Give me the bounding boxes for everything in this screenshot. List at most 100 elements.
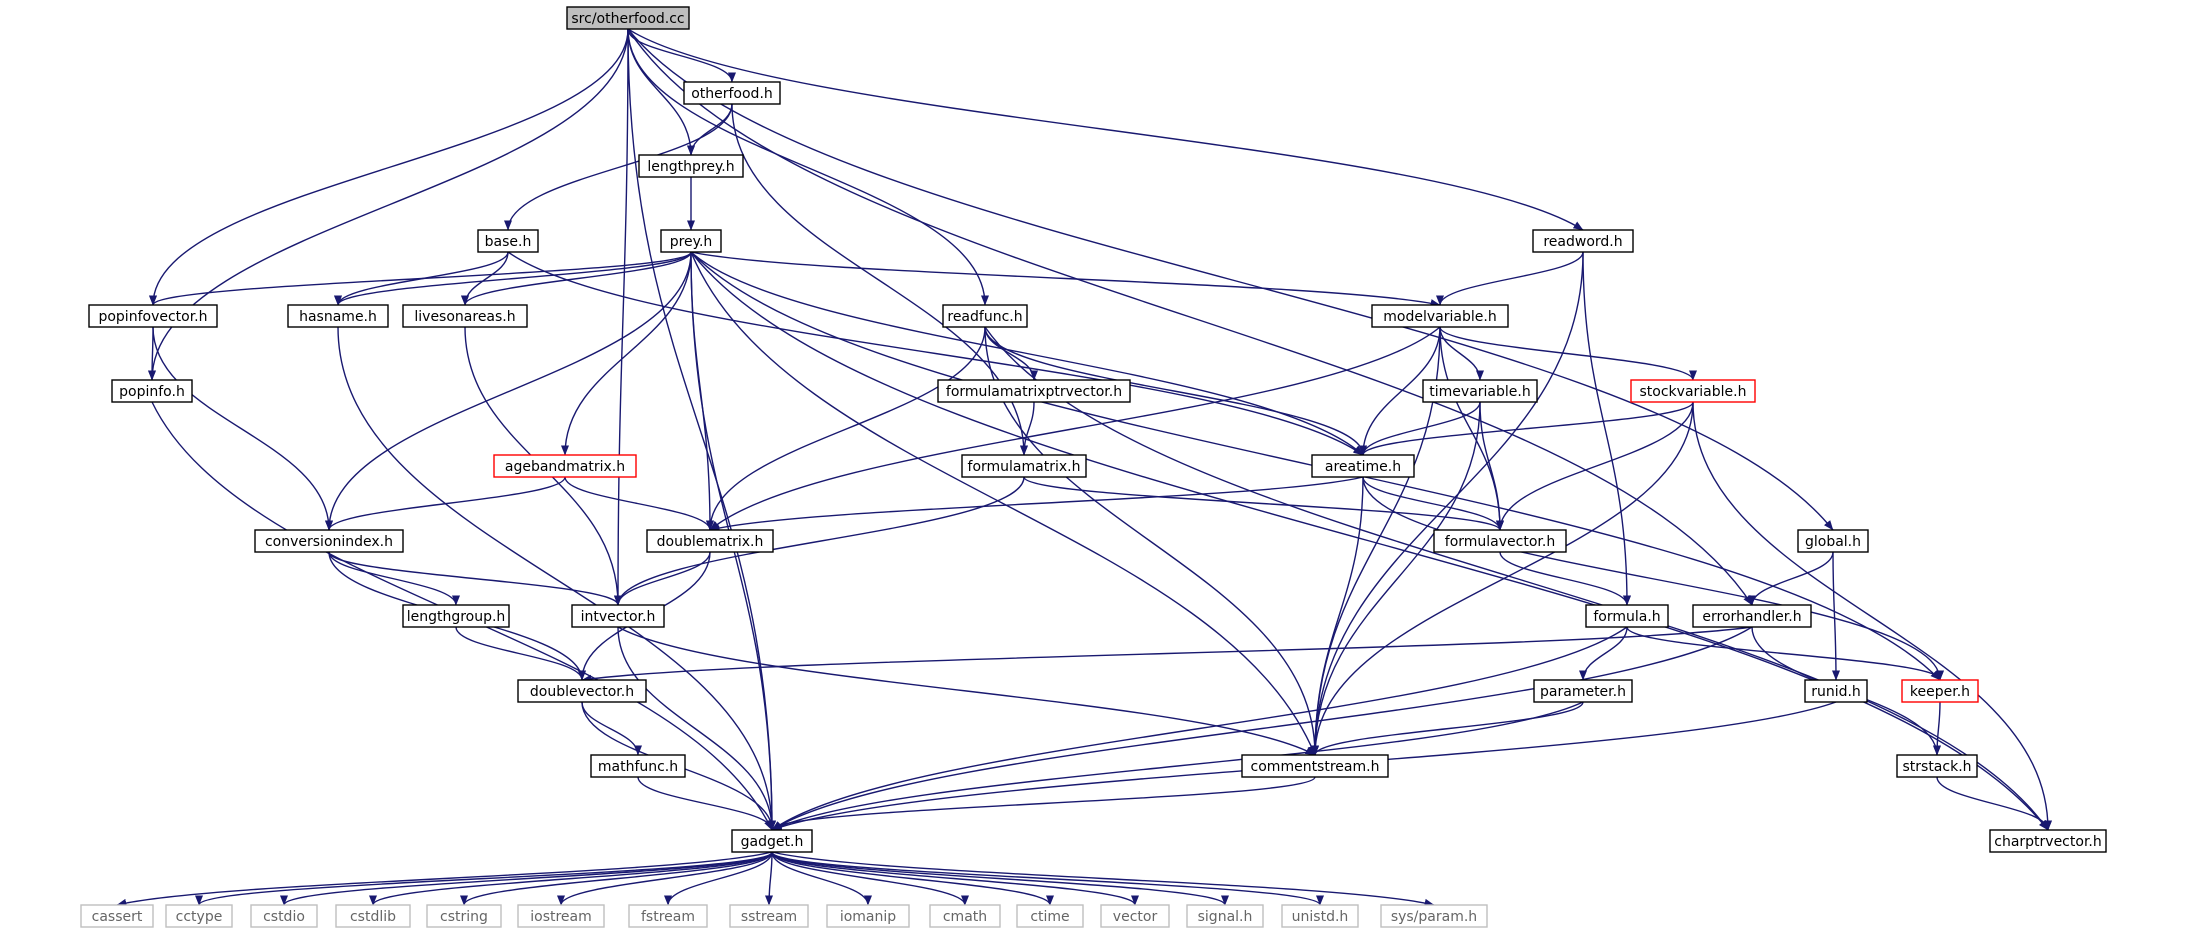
edge-prey-to-charptrvector — [690, 251, 2049, 831]
edge-otherfood-to-lengthprey — [687, 103, 733, 156]
node-livesonareas[interactable]: livesonareas.h — [402, 304, 528, 328]
node-agebandmatrix[interactable]: agebandmatrix.h — [493, 454, 637, 478]
node-doublematrix[interactable]: doublematrix.h — [646, 529, 774, 553]
node-box-readfunc — [942, 304, 1028, 328]
node-label-prey: prey.h — [670, 234, 713, 250]
edge-popinfovector-to-conversionindex — [152, 326, 333, 531]
node-keeper[interactable]: keeper.h — [1901, 679, 1979, 703]
edge-areatime-to-commentstream — [1311, 476, 1364, 756]
node-unistd: unistd.h — [1281, 904, 1359, 928]
node-label-readword: readword.h — [1543, 234, 1622, 250]
node-cstdio: cstdio — [250, 904, 318, 928]
node-box-charptrvector — [1989, 829, 2107, 853]
node-base[interactable]: base.h — [477, 229, 539, 253]
node-readfunc[interactable]: readfunc.h — [942, 304, 1028, 328]
edge-formula-to-gadget — [771, 626, 1628, 831]
node-lengthgroup[interactable]: lengthgroup.h — [402, 604, 510, 628]
node-label-ctime: ctime — [1030, 909, 1069, 925]
edge-modelvariable-to-timevariable — [1439, 326, 1484, 381]
node-cstring: cstring — [426, 904, 502, 928]
node-label-sysparam: sys/param.h — [1391, 909, 1477, 925]
node-box-strstack — [1896, 754, 1978, 778]
node-conversionindex[interactable]: conversionindex.h — [254, 529, 404, 553]
node-label-otherfood: otherfood.h — [691, 86, 773, 102]
node-label-base: base.h — [485, 234, 532, 250]
node-label-readfunc: readfunc.h — [947, 309, 1022, 325]
edge-readword-to-formula — [1582, 251, 1631, 606]
edge-mathfunc-to-gadget — [637, 776, 776, 831]
node-box-signal — [1186, 904, 1264, 928]
node-formulamatrix[interactable]: formulamatrix.h — [961, 454, 1087, 478]
node-formula[interactable]: formula.h — [1585, 604, 1669, 628]
node-modelvariable[interactable]: modelvariable.h — [1371, 304, 1509, 328]
node-label-popinfo: popinfo.h — [119, 384, 185, 400]
node-timevariable[interactable]: timevariable.h — [1422, 379, 1538, 403]
node-cmath: cmath — [929, 904, 1001, 928]
node-gadget[interactable]: gadget.h — [731, 829, 813, 853]
edge-hasname-to-gadget — [337, 326, 776, 831]
node-stockvariable[interactable]: stockvariable.h — [1630, 379, 1756, 403]
node-label-livesonareas: livesonareas.h — [414, 309, 515, 325]
edge-modelvariable-to-doublematrix — [709, 326, 1441, 531]
edge-doublevector-to-mathfunc — [581, 701, 642, 756]
node-commentstream[interactable]: commentstream.h — [1241, 754, 1389, 778]
edge-gadget-to-cmath — [771, 851, 969, 906]
node-box-base — [477, 229, 539, 253]
node-runid[interactable]: runid.h — [1804, 679, 1868, 703]
node-label-popinfovector: popinfovector.h — [98, 309, 207, 325]
node-label-mathfunc: mathfunc.h — [598, 759, 678, 775]
node-prey[interactable]: prey.h — [660, 229, 722, 253]
edge-errorhandler-to-gadget — [771, 626, 1753, 831]
edge-prey-to-agebandmatrix — [561, 251, 692, 456]
node-label-keeper: keeper.h — [1910, 684, 1970, 700]
node-box-lengthgroup — [402, 604, 510, 628]
node-box-formulavector — [1433, 529, 1567, 553]
node-signal: signal.h — [1186, 904, 1264, 928]
edge-global-to-runid — [1831, 551, 1840, 681]
node-box-livesonareas — [402, 304, 528, 328]
node-box-prey — [660, 229, 722, 253]
node-errorhandler[interactable]: errorhandler.h — [1692, 604, 1812, 628]
edge-otherfood-to-base — [504, 103, 733, 231]
node-intvector[interactable]: intvector.h — [571, 604, 665, 628]
node-areatime[interactable]: areatime.h — [1311, 454, 1415, 478]
node-global[interactable]: global.h — [1797, 529, 1869, 553]
edge-gadget-to-cstring — [460, 851, 773, 906]
node-iomanip: iomanip — [826, 904, 910, 928]
node-formulamatrixptrvector[interactable]: formulamatrixptrvector.h — [937, 379, 1131, 403]
edge-global-to-errorhandler — [1748, 551, 1834, 606]
node-strstack[interactable]: strstack.h — [1896, 754, 1978, 778]
node-hasname[interactable]: hasname.h — [287, 304, 389, 328]
node-box-otherfood — [683, 81, 781, 105]
edge-formulamatrixptrvector-to-formulamatrix — [1020, 401, 1035, 456]
node-cassert: cassert — [80, 904, 154, 928]
node-label-areatime: areatime.h — [1325, 459, 1401, 475]
node-formulavector[interactable]: formulavector.h — [1433, 529, 1567, 553]
node-parameter[interactable]: parameter.h — [1533, 679, 1633, 703]
node-popinfo[interactable]: popinfo.h — [111, 379, 193, 403]
edge-errorhandler-to-doublevector — [581, 626, 1753, 683]
node-label-lengthprey: lengthprey.h — [647, 159, 734, 175]
edge-root-to-global — [627, 28, 1834, 531]
edge-gadget-to-fstream — [664, 851, 773, 906]
node-box-vector — [1100, 904, 1170, 928]
edge-formula-to-keeper — [1626, 626, 1944, 681]
edge-root-to-popinfo — [148, 28, 629, 381]
node-mathfunc[interactable]: mathfunc.h — [590, 754, 686, 778]
node-root[interactable]: src/otherfood.cc — [566, 6, 690, 30]
node-label-gadget: gadget.h — [741, 834, 804, 850]
edge-gadget-to-cctype — [195, 851, 773, 906]
node-label-root: src/otherfood.cc — [571, 11, 684, 27]
edge-prey-to-livesonareas — [461, 251, 692, 306]
node-popinfovector[interactable]: popinfovector.h — [88, 304, 218, 328]
node-charptrvector[interactable]: charptrvector.h — [1989, 829, 2107, 853]
node-doublevector[interactable]: doublevector.h — [517, 679, 647, 703]
edge-modelvariable-to-formulavector — [1439, 326, 1504, 531]
node-box-conversionindex — [254, 529, 404, 553]
node-box-agebandmatrix — [493, 454, 637, 478]
node-lengthprey[interactable]: lengthprey.h — [638, 154, 744, 178]
node-otherfood[interactable]: otherfood.h — [683, 81, 781, 105]
edge-formulamatrix-to-intvector — [614, 476, 1025, 606]
node-readword[interactable]: readword.h — [1532, 229, 1634, 253]
edge-root-to-lengthprey — [627, 28, 695, 156]
